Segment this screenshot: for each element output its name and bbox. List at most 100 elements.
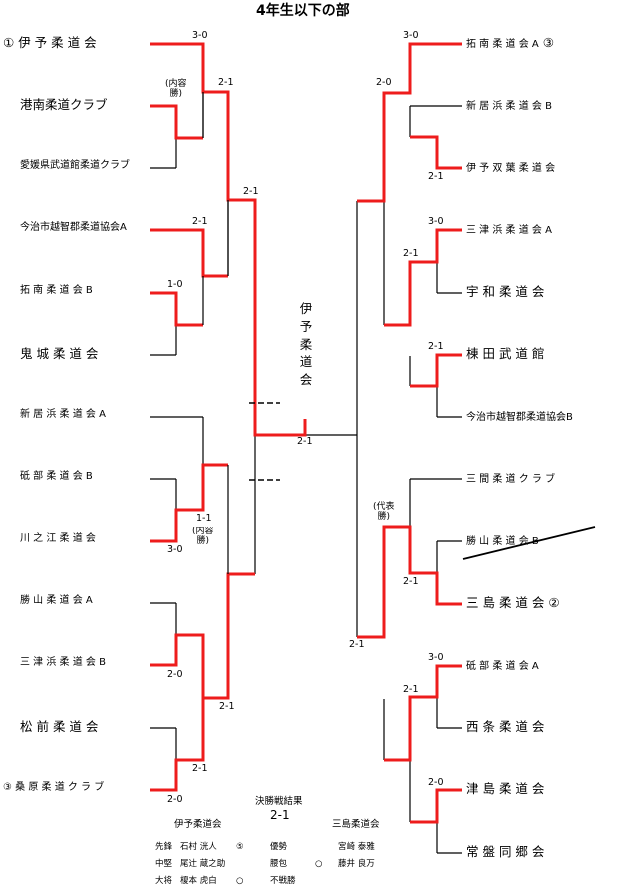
score-l3: 2-1 — [243, 186, 259, 197]
score-r5: 2-1 — [403, 248, 419, 259]
right-team-2: 新 居 浜 柔 道 会 B — [466, 99, 552, 112]
score-l11: 2-1 — [192, 763, 208, 774]
team-name: 砥 部 柔 道 会 A — [466, 661, 539, 672]
score-l2: 2-1 — [218, 77, 234, 88]
right-team-13: 津 島 柔 道 会 — [466, 781, 545, 796]
team-name: 三 津 浜 柔 道 会 A — [466, 225, 552, 236]
score-r6: 2-1 — [428, 341, 444, 352]
result-right-player: 藤井 良万 — [338, 859, 375, 869]
score-l1: 3-0 — [192, 30, 208, 41]
right-team-6: 棟 田 武 道 館 — [466, 346, 545, 361]
team-name: 三 間 柔 道 ク ラ ブ — [466, 474, 556, 485]
final-result-score: 2-1 — [270, 808, 290, 822]
result-position: 大将 — [155, 876, 173, 886]
note-naiyou-win: (内容 勝) — [165, 79, 187, 99]
left-team-10: 勝 山 柔 道 会 A — [20, 596, 93, 606]
seed-mark: ③ — [3, 782, 16, 793]
team-name: 常 盤 同 郷 会 — [466, 844, 545, 859]
team-name: 勝 山 柔 道 会 A — [20, 595, 93, 606]
team-name: 勝 山 柔 道 会 B — [466, 536, 539, 547]
result-position: 中堅 — [155, 859, 173, 869]
score-r7: 2-1 — [403, 576, 419, 587]
note-naiyou-win-partial: (内容 勝) — [192, 527, 214, 546]
right-team-7: 今治市越智郡柔道協会B — [466, 410, 573, 423]
right-team-9: 勝 山 柔 道 会 B — [466, 534, 539, 547]
score-r10: 2-0 — [428, 777, 444, 788]
team-name: 拓 南 柔 道 会 B — [20, 285, 93, 296]
score-l8: 2-0 — [167, 669, 183, 680]
right-team-12: 西 条 柔 道 会 — [466, 719, 545, 734]
result-left-player: 尾辻 蔵之助 — [180, 859, 226, 869]
team-name: 伊 予 柔 道 会 — [18, 35, 97, 50]
result-position: 先鋒 — [155, 842, 173, 852]
right-team-3: 伊 予 双 葉 柔 道 会 — [466, 161, 555, 174]
team-name: 三 島 柔 道 会 — [466, 595, 545, 610]
team-name: 港南柔道クラブ — [20, 97, 108, 112]
result-right-mark: ○ — [315, 859, 323, 869]
left-team-2: 港南柔道クラブ — [20, 97, 108, 112]
result-result: 不戦勝 — [270, 876, 296, 886]
team-name: 津 島 柔 道 会 — [466, 781, 545, 796]
score-l10: 2-0 — [167, 794, 183, 805]
team-name: 川 之 江 柔 道 会 — [20, 533, 96, 544]
score-r3: 2-1 — [428, 171, 444, 182]
score-l7: 3-0 — [167, 544, 183, 555]
result-result: 優勢 — [270, 842, 288, 852]
right-team-10: 三 島 柔 道 会 ② — [466, 595, 560, 610]
score-l4: 1-0 — [167, 279, 183, 290]
right-team-4: 三 津 浜 柔 道 会 A — [466, 223, 552, 236]
left-team-1: ① 伊 予 柔 道 会 — [3, 35, 97, 50]
left-team-5: 拓 南 柔 道 会 B — [20, 286, 93, 296]
left-team-9: 川 之 江 柔 道 会 — [20, 534, 96, 544]
score-final: 2-1 — [297, 436, 313, 447]
team-name: 拓 南 柔 道 会 A — [466, 39, 539, 50]
left-team-6: 鬼 城 柔 道 会 — [20, 346, 99, 361]
left-team-13: ③ 桑 原 柔 道 ク ラ ブ — [3, 783, 104, 793]
seed-mark: ② — [544, 595, 560, 610]
result-result: 腰包 — [270, 859, 288, 869]
left-team-3: 愛媛県武道館柔道クラブ — [20, 161, 130, 171]
team-name: 砥 部 柔 道 会 B — [20, 471, 93, 482]
score-r1: 3-0 — [403, 30, 419, 41]
team-name: 松 前 柔 道 会 — [20, 719, 99, 734]
right-team-11: 砥 部 柔 道 会 A — [466, 659, 539, 672]
score-r9: 2-1 — [403, 684, 419, 695]
right-team-8: 三 間 柔 道 ク ラ ブ — [466, 472, 555, 485]
team-name: 棟 田 武 道 館 — [466, 346, 545, 361]
score-r11: 2-1 — [349, 639, 365, 650]
final-team-left: 伊予柔道会 — [174, 819, 222, 830]
seed-mark: ③ — [538, 35, 554, 50]
score-r4: 3-0 — [428, 216, 444, 227]
left-team-7: 新 居 浜 柔 道 会 A — [20, 410, 106, 420]
team-name: 宇 和 柔 道 会 — [466, 284, 545, 299]
team-name: 西 条 柔 道 会 — [466, 719, 545, 734]
team-name: 伊 予 双 葉 柔 道 会 — [466, 163, 556, 174]
note-daihyou-win: (代表 勝) — [373, 502, 395, 522]
team-name: 今治市越智郡柔道協会A — [20, 222, 127, 233]
champion-name: 伊予柔道会 — [299, 301, 313, 387]
right-team-14: 常 盤 同 郷 会 — [466, 844, 545, 859]
score-r2: 2-0 — [376, 77, 392, 88]
right-team-1: 拓 南 柔 道 会 A ③ — [466, 35, 554, 50]
result-left-mark: ⑤ — [236, 842, 244, 852]
result-right-player: 宮崎 泰雅 — [338, 842, 375, 852]
score-r8: 3-0 — [428, 652, 444, 663]
score-l6: 1-1 — [196, 513, 212, 524]
team-name: 今治市越智郡柔道協会B — [466, 412, 573, 423]
team-name: 愛媛県武道館柔道クラブ — [20, 160, 130, 171]
team-name: 新 居 浜 柔 道 会 B — [466, 101, 552, 112]
result-left-mark: ○ — [236, 876, 244, 886]
result-left-player: 石村 洸人 — [180, 842, 217, 852]
score-l5: 2-1 — [192, 216, 208, 227]
score-l9: 2-1 — [219, 701, 235, 712]
left-team-12: 松 前 柔 道 会 — [20, 719, 99, 734]
page-title: 4年生以下の部 — [256, 3, 350, 19]
team-name: 鬼 城 柔 道 会 — [20, 346, 99, 361]
seed-mark: ① — [3, 35, 19, 50]
final-team-right: 三島柔道会 — [332, 819, 380, 830]
right-team-5: 宇 和 柔 道 会 — [466, 284, 545, 299]
left-team-4: 今治市越智郡柔道協会A — [20, 223, 127, 233]
team-name: 桑 原 柔 道 ク ラ ブ — [15, 782, 105, 793]
